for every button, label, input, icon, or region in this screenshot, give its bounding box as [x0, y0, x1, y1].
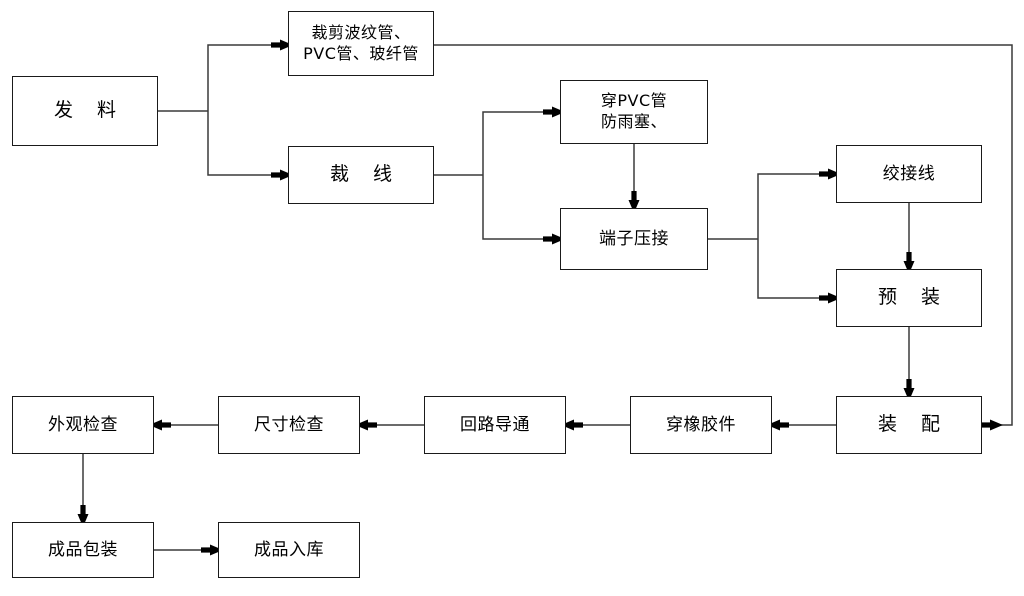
connector-duanzi-to-jiaojie: [757, 168, 841, 239]
connector-jiaojie-to-yuzhuang: [903, 203, 915, 274]
connector-faliao-to-caijian: [207, 39, 293, 111]
flow-node-chicun[interactable]: 尺寸检查: [218, 396, 360, 454]
flow-node-faliao[interactable]: 发 料: [12, 76, 158, 146]
flow-node-label: 外观检查: [48, 414, 118, 435]
flow-node-label: 成品入库: [254, 539, 324, 560]
flow-node-baozhuang[interactable]: 成品包装: [12, 522, 154, 578]
flow-node-label: 回路导通: [460, 414, 530, 435]
flow-node-ruku[interactable]: 成品入库: [218, 522, 360, 578]
flow-node-label: 端子压接: [599, 228, 669, 249]
connector-zhuangpei-to-chuanxiang: [767, 419, 836, 431]
flow-node-chuanxiang[interactable]: 穿橡胶件: [630, 396, 772, 454]
flow-node-huilu[interactable]: 回路导通: [424, 396, 566, 454]
connector-caijian-to-zhuangpei: [434, 44, 1013, 431]
flow-node-waiguan[interactable]: 外观检查: [12, 396, 154, 454]
flow-node-label: 裁剪波纹管、: [311, 22, 411, 42]
connector-yuzhuang-to-zhuangpei: [903, 327, 915, 401]
flow-node-label: 预 装: [877, 286, 950, 309]
flow-node-label: 裁 线: [329, 163, 402, 186]
flow-node-label: 装 配: [877, 413, 950, 436]
connector-huilu-to-chicun: [355, 419, 424, 431]
flow-node-label: 绞接线: [882, 163, 936, 184]
connector-chuanxiang-to-huilu: [561, 419, 630, 431]
flow-node-chuanpvc[interactable]: 穿PVC管防雨塞、: [560, 80, 708, 144]
flow-node-label: 发 料: [53, 99, 126, 122]
flow-node-caixian[interactable]: 裁 线: [288, 146, 434, 204]
connector-baozhuang-to-ruku: [154, 544, 223, 556]
flow-node-yuzhuang[interactable]: 预 装: [836, 269, 982, 327]
connector-caixian-to-chuanpvc: [482, 106, 565, 175]
connector-waiguan-to-baozhuang: [77, 454, 89, 527]
flow-node-sublabel: PVC管、玻纤管: [303, 43, 419, 63]
flow-node-caijian[interactable]: 裁剪波纹管、PVC管、玻纤管: [288, 11, 434, 76]
connector-chuanpvc-to-duanzi: [628, 144, 640, 213]
flow-node-label: 尺寸检查: [254, 414, 324, 435]
flow-node-label: 成品包装: [48, 539, 118, 560]
flow-node-duanzi[interactable]: 端子压接: [560, 208, 708, 270]
flow-node-label: 穿橡胶件: [666, 414, 736, 435]
connector-faliao-to-caixian: [207, 111, 293, 181]
connector-chicun-to-waiguan: [149, 419, 218, 431]
flow-node-label: 穿PVC管: [600, 91, 668, 111]
connector-duanzi-to-yuzhuang: [757, 239, 841, 304]
flow-node-jiaojie[interactable]: 绞接线: [836, 145, 982, 203]
flow-node-zhuangpei[interactable]: 装 配: [836, 396, 982, 454]
flow-node-sublabel: 防雨塞、: [600, 112, 667, 131]
connector-caixian-to-duanzi: [482, 175, 565, 245]
